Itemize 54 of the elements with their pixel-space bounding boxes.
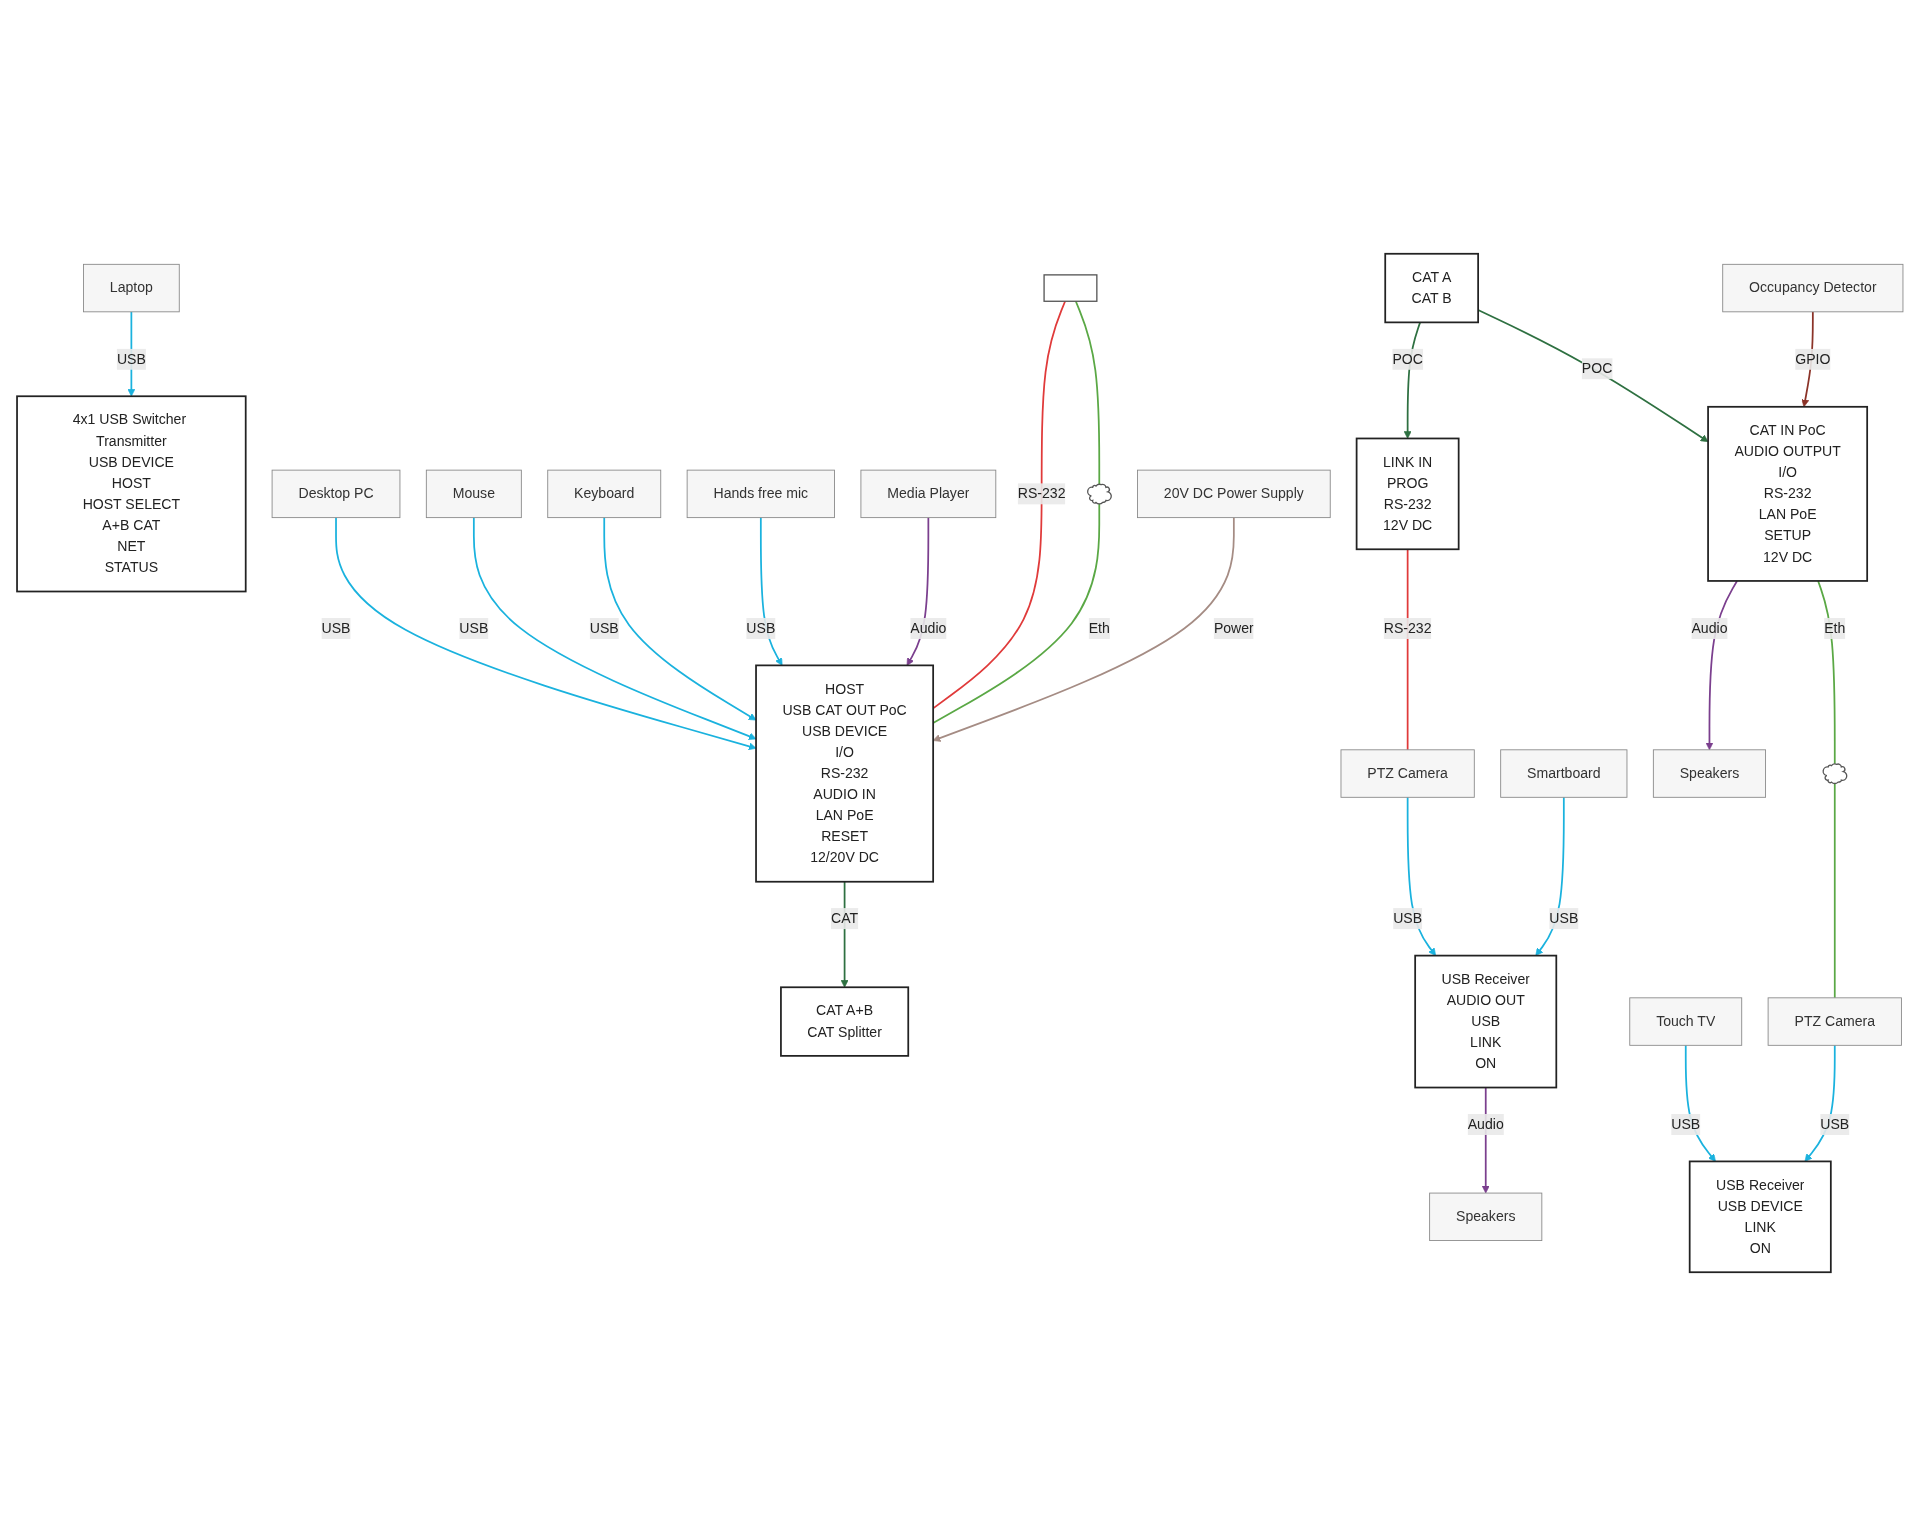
arrow [603,516,757,721]
node-box: Mouse [425,469,522,519]
connector [1074,300,1101,485]
node-box: Laptop [83,263,180,313]
node-box: PTZ Camera [1340,749,1475,798]
node-box: Smartboard [1500,749,1628,798]
edge-label: Audio [910,620,947,636]
node-box: USB Receiver AUDIO OUT USB LINK ON [1414,954,1558,1089]
node-box: Occupancy Detector [1722,263,1904,313]
edge-label: CAT [831,910,859,926]
node-box [1043,274,1098,302]
node-cloud [1087,483,1112,505]
edge-label: USB [321,620,351,636]
edge-label: RS-232 [1383,620,1432,636]
node-box: PTZ Camera [1767,997,1902,1046]
node-box: HOST USB CAT OUT PoC USB DEVICE I/O RS-232 AUDIO IN LAN PoE RESET 12/20V DC [755,664,934,883]
node-box: Hands free mic [686,469,835,519]
node-cloud [1822,763,1848,785]
edge-label: Power [1213,620,1254,636]
edge-label: POC [1581,360,1613,376]
edge-label: GPIO [1795,351,1831,367]
edge-label: Audio [1467,1116,1504,1132]
connector [1817,580,1836,765]
node-box: CAT A+B CAT Splitter [780,986,910,1057]
node-box: Speakers [1429,1192,1543,1241]
edge-label: USB [1820,1116,1850,1132]
edge-label: Eth [1088,620,1110,636]
edge-label: USB [589,620,619,636]
connector [1406,548,1409,751]
node-box: USB Receiver USB DEVICE LINK ON [1688,1160,1832,1274]
arrow [335,516,757,751]
node-box: 4x1 USB Switcher Transmitter USB DEVICE HOST HOST SELECT A+B CAT NET STATUS [16,395,247,593]
connector [1833,782,1836,999]
edge-label: POC [1392,351,1423,367]
edge-label: RS-232 [1017,485,1066,501]
node-box: CAT IN PoC AUDIO OUTPUT I/O RS-232 LAN PoE SETUP 12V DC [1707,405,1869,582]
node-box: Touch TV [1629,997,1743,1046]
edge-label: USB [116,351,146,367]
arrow [1705,580,1738,751]
edge-label: Eth [1824,620,1846,636]
edge-label: USB [1671,1116,1701,1132]
edge-label: Audio [1691,620,1728,636]
node-box: 20V DC Power Supply [1137,469,1331,519]
arrow [472,516,757,740]
node-box: Speakers [1652,749,1766,798]
edge-label: USB [459,620,489,636]
edge-label: USB [1549,910,1579,926]
node-box: CAT A CAT B [1384,252,1479,324]
edge-label: USB [1393,910,1423,926]
node-box: Keyboard [547,469,662,519]
edge-label: USB [746,620,776,636]
node-box: Media Player [860,469,997,519]
node-box: Desktop PC [271,469,401,519]
node-box: LINK IN PROG RS-232 12V DC [1355,437,1460,551]
